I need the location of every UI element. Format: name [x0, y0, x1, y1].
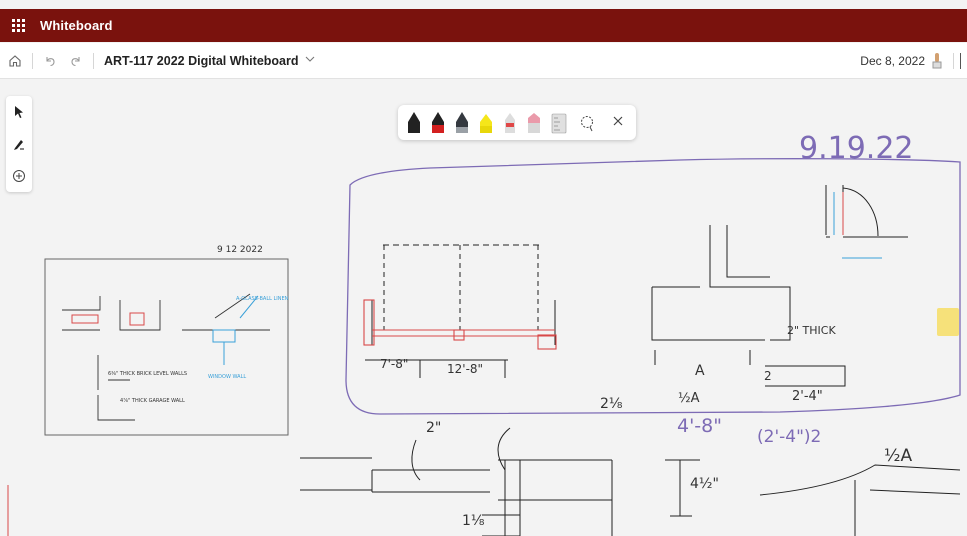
divider: [32, 52, 33, 69]
date-label: Dec 8, 2022: [860, 53, 925, 68]
one-eighth-note: 1⅛: [462, 513, 485, 529]
home-icon[interactable]: [4, 50, 26, 72]
four-half-note: 4½": [690, 476, 719, 492]
sketch-frame: [44, 258, 289, 436]
a-note: A: [695, 363, 705, 379]
blue-window-note: WINDOW WALL: [208, 374, 246, 380]
more-icon[interactable]: [960, 52, 965, 69]
four-eight-note: 4'-8": [677, 415, 722, 437]
dark-pen[interactable]: [456, 112, 468, 133]
app-bar: Whiteboard: [0, 9, 967, 42]
red-pen[interactable]: [432, 112, 444, 133]
blue-glass-note: A-GLASS-BALL LINEN: [236, 296, 289, 302]
brick-wall-note: 6⅜" THICK BRICK LEVEL WALLS: [108, 371, 187, 377]
document-title[interactable]: ART-117 2022 Digital Whiteboard: [104, 53, 299, 68]
two-eighth-note: 2⅛: [600, 396, 623, 412]
app-name: Whiteboard: [40, 18, 113, 33]
pen-toolbar: [398, 105, 636, 140]
paren-note: (2'-4")2: [757, 427, 821, 447]
half-a-note: ½A: [678, 391, 700, 406]
date-note-2: 9 12 2022: [217, 245, 263, 255]
half-a-note-2: ½A: [884, 446, 912, 466]
red-fine-pen[interactable]: [505, 113, 515, 133]
avatar[interactable]: [931, 52, 943, 70]
two-inch-note: 2": [426, 420, 441, 436]
left-tool-rail: [6, 96, 32, 192]
whiteboard-canvas[interactable]: [0, 79, 967, 536]
pen-icon: [14, 140, 24, 150]
divider: [93, 52, 94, 69]
sticky-note[interactable]: [937, 308, 959, 336]
two-note: 2: [764, 369, 772, 383]
garage-wall-note: 4⅞" THICK GARAGE WALL: [120, 398, 185, 404]
redo-icon[interactable]: [65, 50, 87, 72]
toolbar-right: Dec 8, 2022: [860, 43, 967, 78]
black-pen[interactable]: [408, 112, 420, 133]
pen-set: [408, 112, 623, 134]
add-tool[interactable]: [6, 162, 32, 190]
date-note-1: 9.19.22: [799, 131, 914, 166]
pointer-icon: [15, 106, 23, 118]
purple-region: [345, 158, 961, 415]
select-tool[interactable]: [6, 98, 32, 126]
thick-note: 2" THICK: [787, 324, 836, 337]
pen-tool[interactable]: [6, 130, 32, 158]
two-four-note: 2'-4": [792, 389, 823, 404]
app-launcher-icon[interactable]: [12, 18, 26, 33]
lasso-icon[interactable]: [581, 116, 593, 132]
chevron-down-icon[interactable]: [305, 55, 315, 66]
undo-icon[interactable]: [39, 50, 61, 72]
ruler-icon[interactable]: [551, 113, 567, 134]
add-circle-icon: [13, 170, 25, 182]
dim-note-2: 12'-8": [447, 362, 483, 376]
yellow-highlighter[interactable]: [480, 114, 492, 133]
dim-note-1: 7'-8": [380, 357, 408, 371]
pink-highlighter[interactable]: [528, 113, 540, 133]
document-toolbar: ART-117 2022 Digital Whiteboard Dec 8, 2…: [0, 43, 967, 79]
divider: [953, 52, 954, 69]
close-icon[interactable]: [613, 116, 623, 126]
